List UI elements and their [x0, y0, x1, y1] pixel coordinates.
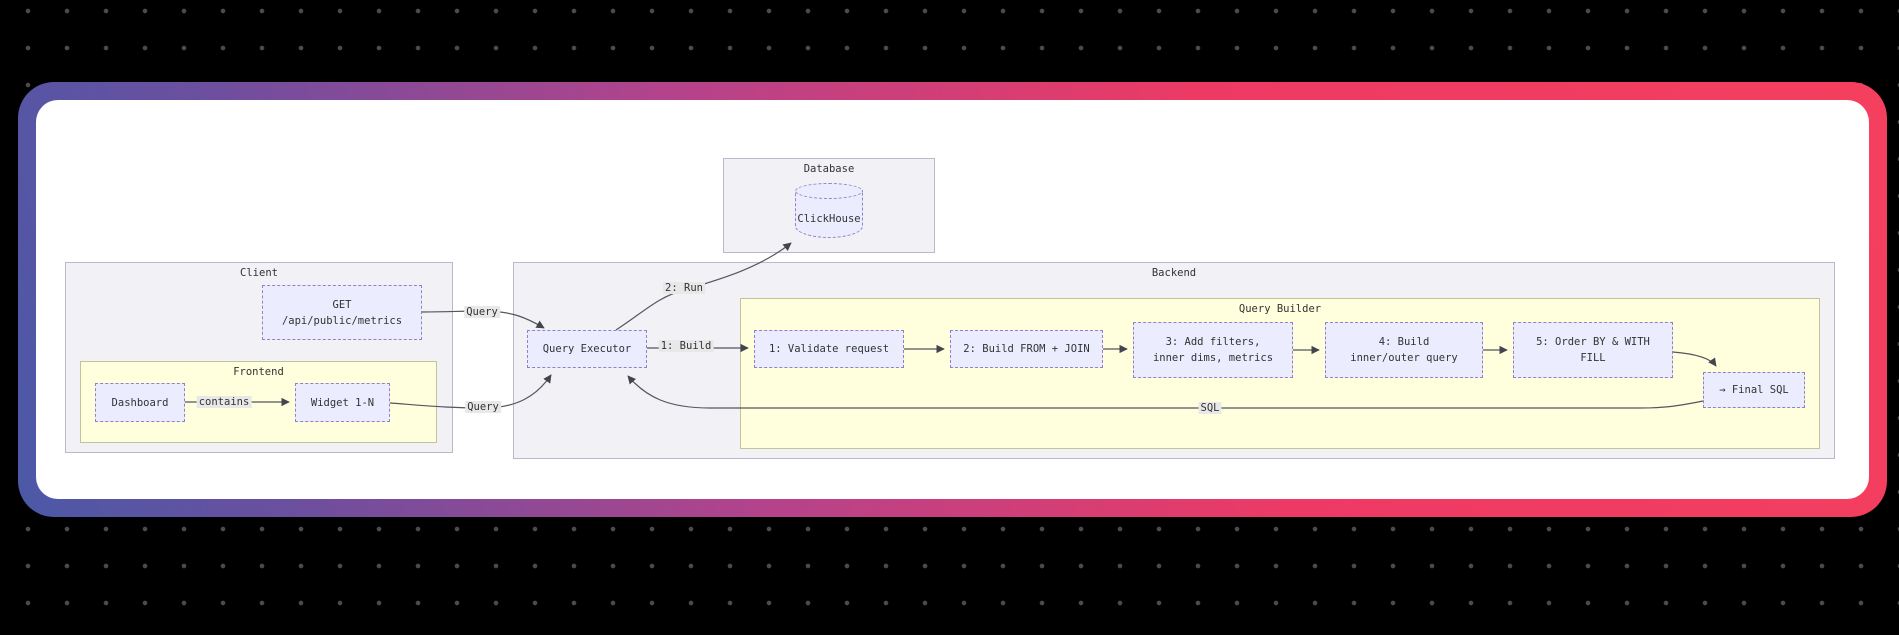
- cluster-query-builder-label: Query Builder: [1238, 303, 1322, 315]
- node-step4-line1: 4: Build: [1378, 336, 1430, 348]
- node-dashboard-label: Dashboard: [111, 396, 169, 409]
- node-step4-build-query: 4: Build inner/outer query: [1325, 322, 1483, 378]
- node-step1-label: 1: Validate request: [768, 343, 890, 355]
- cluster-backend-label: Backend: [1151, 267, 1197, 279]
- node-get-endpoint: GET /api/public/metrics: [262, 285, 422, 340]
- edge-label-sql: SQL: [1198, 402, 1222, 414]
- node-final-sql-label: → Final SQL: [1719, 384, 1789, 396]
- node-step3-line2: inner dims, metrics: [1152, 352, 1274, 364]
- node-step4-line2: inner/outer query: [1350, 352, 1458, 364]
- edge-label-query-widget: Query: [465, 401, 501, 413]
- node-step3-line1: 3: Add filters,: [1165, 336, 1261, 348]
- node-step2-label: 2: Build FROM + JOIN: [963, 343, 1090, 355]
- edge-finalsql-queryexecutor: [627, 375, 1704, 409]
- edge-label-run: 2: Run: [663, 282, 705, 294]
- cluster-frontend-label: Frontend: [233, 366, 284, 378]
- node-step5-line2: FILL: [1580, 352, 1606, 364]
- node-get-line1: GET: [332, 298, 352, 311]
- node-query-executor: Query Executor: [527, 330, 647, 368]
- node-dashboard: Dashboard: [95, 383, 185, 422]
- edge-label-build: 1: Build: [658, 340, 714, 352]
- node-step5-orderby-withfill: 5: Order BY & WITH FILL: [1513, 322, 1673, 378]
- cluster-database-label: Database: [803, 163, 855, 175]
- edge-label-contains: contains: [196, 396, 252, 408]
- node-step3-add-filters: 3: Add filters, inner dims, metrics: [1133, 322, 1293, 378]
- node-step5-line1: 5: Order BY & WITH: [1536, 336, 1650, 348]
- node-get-line2: /api/public/metrics: [281, 314, 403, 327]
- node-query-executor-label: Query Executor: [542, 343, 632, 355]
- node-widget-label: Widget 1-N: [310, 396, 375, 409]
- edge-label-query-get: Query: [464, 306, 500, 318]
- edge-step5-finalsql: [1672, 351, 1717, 367]
- node-clickhouse-label: ClickHouse: [797, 213, 861, 225]
- node-step1-validate: 1: Validate request: [754, 330, 904, 368]
- database-cylinder-icon: ClickHouse: [795, 191, 863, 238]
- cluster-client-label: Client: [240, 267, 278, 279]
- node-widget: Widget 1-N: [295, 383, 390, 422]
- node-step2-build-from-join: 2: Build FROM + JOIN: [950, 330, 1103, 368]
- database-cylinder-top: [795, 183, 863, 199]
- node-final-sql: → Final SQL: [1703, 372, 1805, 408]
